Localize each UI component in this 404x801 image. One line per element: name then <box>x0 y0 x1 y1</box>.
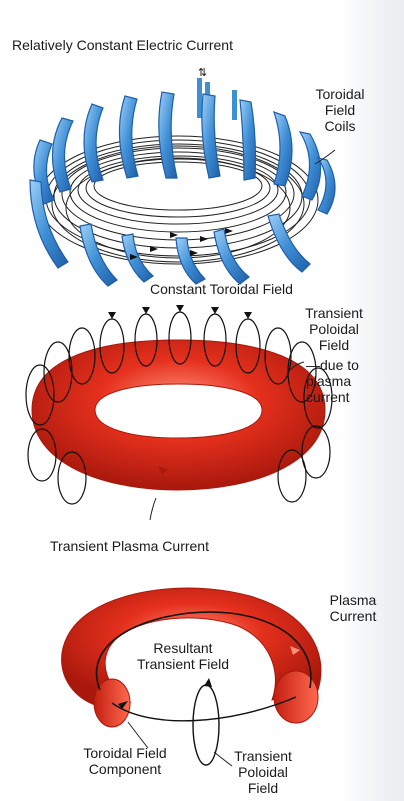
toroidal-field-coils <box>30 92 335 286</box>
poloidal-loop-arrow <box>204 678 212 687</box>
transient-poloidal-label-3: Transient Poloidal Field <box>218 748 308 796</box>
plasma-current-label-3: Plasma Current <box>318 592 388 624</box>
transient-poloidal-label: Transient Poloidal Field <box>284 305 384 353</box>
poloidal-arrows <box>108 305 252 319</box>
toroidal-component-label: Toroidal Field Component <box>60 745 190 777</box>
red-plasma-torus <box>32 340 325 490</box>
current-title: Relatively Constant Electric Current <box>12 37 312 53</box>
resultant-field-diagram <box>62 588 321 766</box>
plasma-current-label: Transient Plasma Current <box>50 538 300 554</box>
constant-field-label: Constant Toroidal Field <box>150 281 350 297</box>
resultant-field-label: Resultant Transient Field <box>118 640 248 672</box>
due-to-plasma-label: —due to plasma current <box>306 357 386 405</box>
toroidal-coils-diagram: ⇅ <box>30 66 335 286</box>
toroidal-component-line <box>112 697 296 721</box>
current-leader-line <box>150 498 156 520</box>
svg-text:⇅: ⇅ <box>198 66 207 79</box>
coils-label: Toroidal Field Coils <box>300 86 380 134</box>
